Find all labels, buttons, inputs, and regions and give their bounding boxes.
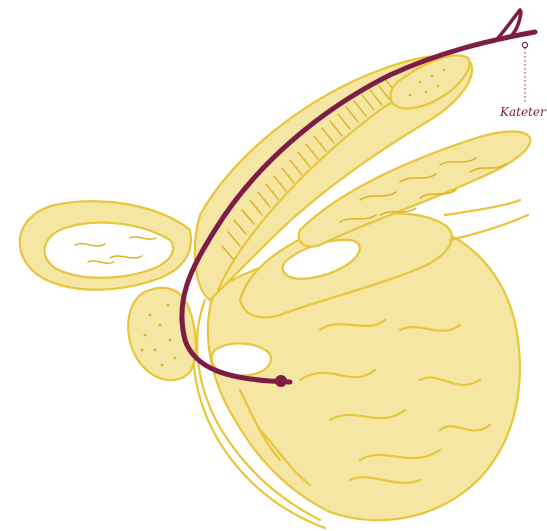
right-rim-2 [450,215,528,240]
anatomy-illustration [20,55,530,528]
left-loop-inner [45,223,174,278]
leader-anchor [522,42,527,47]
catheter-callout: Kateter [499,42,547,119]
catheter-tip [275,375,287,387]
right-rim [445,200,520,215]
catheter-label: Kateter [499,105,547,119]
